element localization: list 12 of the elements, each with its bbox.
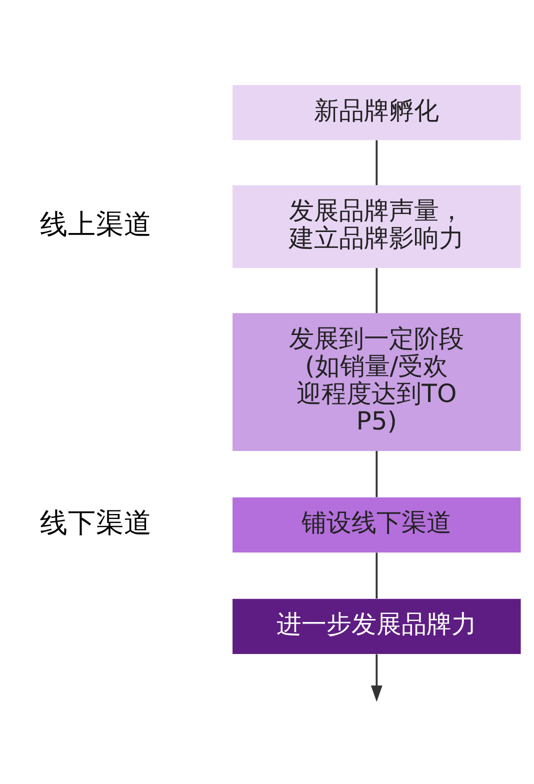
connector xyxy=(376,268,378,313)
node-box: 发展到一定阶段(如销量/受欢迎程度达到TOP5) xyxy=(232,312,521,450)
node-box: 进一步发展品牌力 xyxy=(232,598,521,654)
arrow xyxy=(370,654,382,702)
connector xyxy=(376,450,378,497)
connector xyxy=(376,552,378,598)
node-box: 发展品牌声量，建立品牌影响力 xyxy=(232,184,521,268)
label: 线上渠道 xyxy=(40,207,152,240)
label: 线下渠道 xyxy=(40,505,152,538)
connector xyxy=(376,140,378,185)
node-box: 铺设线下渠道 xyxy=(232,496,521,552)
node-box: 新品牌孵化 xyxy=(232,84,521,140)
